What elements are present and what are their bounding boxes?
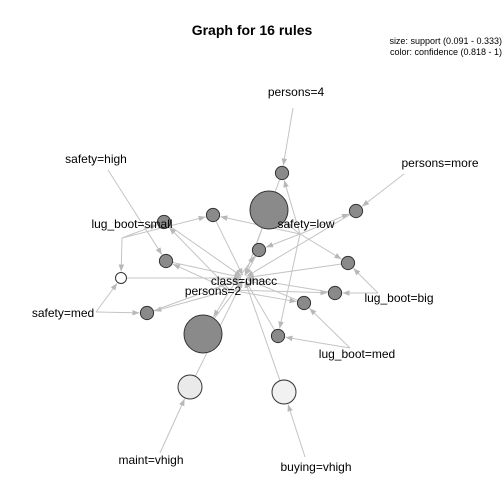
edge-safety_med-to-r10 [95,282,118,313]
rule-node-6 [348,203,364,219]
item-label-persons-more: persons=more [401,156,478,170]
edge-persons_2-to-r7 [172,263,231,291]
edge-r15-to-class_unacc [245,280,276,331]
edge-r4-to-class_unacc [244,280,281,381]
edge-r13-to-class_unacc [246,276,329,293]
rule-node-8 [205,207,221,223]
edge-lug_boot_med-to-r15 [285,335,351,349]
item-label-safety-low: safety=low [277,217,334,231]
edge-safety_high-to-r7 [107,169,163,255]
graph-title: Graph for 16 rules [192,22,313,38]
rule-node-7 [158,253,174,269]
edge-persons_4-to-r5 [281,107,294,166]
edge-lug_boot_small-to-r10 [118,237,125,272]
legend-size: size: support (0.091 - 0.333) [389,36,502,46]
edge-persons_2-to-r13 [229,289,328,296]
edge-lug_boot_big-to-r12 [353,268,379,294]
rule-node-1 [183,314,223,354]
rule-node-4 [271,379,297,405]
edge-safety_low-to-r6 [299,213,350,235]
edge-persons_more-to-r6 [361,173,405,207]
edge-r6-to-class_unacc [246,213,351,277]
item-label-buying-vhigh: buying=vhigh [280,460,351,474]
edge-persons_2-to-r11 [154,289,231,312]
rule-node-2 [249,190,289,230]
edge-persons_2-to-r16 [229,255,255,291]
item-label-lug-boot-med: lug_boot=med [319,347,395,361]
rule-node-13 [327,285,343,301]
edge-safety_low-to-r16 [265,233,301,248]
edge-safety_med-to-r11 [95,309,140,316]
item-labels-layer: persons=4 persons=more safety=high lug_boot… [32,85,479,474]
item-label-maint-vhigh: maint=vhigh [118,453,183,467]
edge-safety_low-to-r5 [283,180,301,235]
rule-node-16 [251,242,267,258]
edge-lug_boot_small-to-r9 [121,224,158,239]
legend-color: color: confidence (0.818 - 1) [390,47,502,57]
rule-nodes-layer [115,165,364,405]
item-label-safety-med: safety=med [32,306,94,320]
rule-node-14 [296,295,312,311]
rule-node-15 [270,328,286,344]
item-label-persons-2: persons=2 [185,284,242,298]
edge-persons_2-to-r9 [168,227,231,291]
edges-layer [95,107,405,458]
item-label-safety-high: safety=high [65,152,127,166]
edge-r16-to-class_unacc [244,255,257,276]
rule-node-10 [115,272,127,284]
item-label-class-unacc: class=unacc [211,274,277,288]
rule-node-3 [177,374,203,400]
edge-r11-to-class_unacc [153,278,242,312]
edge-r12-to-class_unacc [246,263,342,280]
edge-r9-to-class_unacc [169,225,242,277]
item-label-persons-4: persons=4 [268,85,325,99]
rule-node-11 [139,305,155,321]
edge-persons_2-to-r1 [213,289,231,318]
item-label-lug-boot-small: lug_boot=small [91,217,172,231]
edge-safety_low-to-r15 [278,233,301,329]
edge-buying_vhigh-to-r4 [287,404,306,458]
rule-node-5 [274,165,290,181]
edge-lug_boot_med-to-r14 [309,307,351,349]
edge-r8-to-class_unacc [215,220,244,276]
edge-safety_low-to-r12 [299,233,342,260]
rule-node-12 [340,255,356,271]
edge-maint_vhigh-to-r3 [159,398,186,454]
rule-node-9 [156,214,172,230]
edge-safety_low-to-r2 [284,221,301,235]
edge-r7-to-class_unacc [172,261,242,279]
edge-r14-to-class_unacc [246,278,299,301]
item-label-lug-boot-big: lug_boot=big [364,291,433,305]
